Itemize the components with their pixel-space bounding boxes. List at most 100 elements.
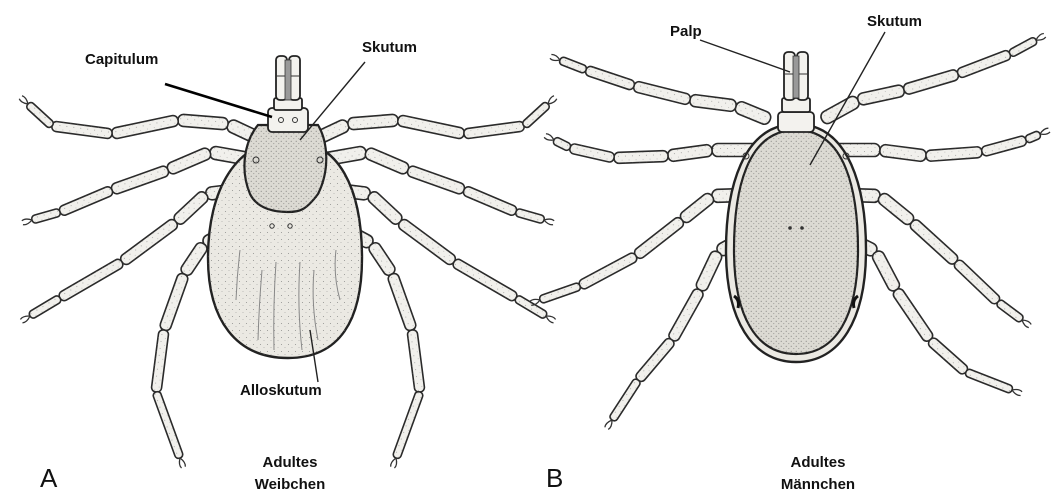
- claw-icon: [179, 458, 185, 468]
- claw-icon: [1036, 33, 1046, 40]
- male-left-leg-2-segment: [614, 151, 668, 164]
- panel-letter-b: B: [546, 463, 563, 493]
- male-capitulum-base: [778, 112, 814, 132]
- male-tick: [530, 33, 1050, 429]
- female-right-leg-4-segment: [392, 391, 424, 460]
- female-right-leg-2-segment: [364, 146, 411, 175]
- female-right-leg-1-segment: [397, 115, 465, 140]
- label-palp: Palp: [670, 23, 702, 40]
- claw-icon: [550, 55, 560, 61]
- male-right-leg-2-segment: [981, 135, 1028, 157]
- female-right-leg-1-segment: [463, 121, 524, 139]
- claw-icon: [22, 219, 32, 225]
- male-right-leg-4-segment: [891, 287, 934, 343]
- claw-icon: [605, 420, 612, 429]
- female-right-leg-3: [335, 184, 555, 323]
- male-right-leg-1-segment: [857, 84, 906, 106]
- female-right-leg-3-segment: [451, 258, 518, 303]
- male-right-leg-3-segment: [953, 258, 1002, 305]
- female-left-leg-2-segment: [31, 208, 61, 224]
- male-hypostome: [793, 56, 799, 98]
- palp-leader-line: [700, 40, 790, 72]
- male-left-leg-2-segment: [569, 143, 615, 163]
- female-right-leg-1: [311, 96, 556, 146]
- claw-icon: [1040, 128, 1050, 134]
- female-right-leg-2-segment: [515, 208, 545, 224]
- caption-female-line2: Weibchen: [255, 476, 326, 493]
- label-female-scutum: Skutum: [362, 39, 417, 56]
- male-right-leg-4: [849, 234, 1022, 395]
- claw-icon: [544, 134, 554, 140]
- male-right-leg-4-segment: [871, 249, 902, 293]
- female-left-leg-1-segment: [51, 121, 112, 139]
- male-left-leg-2-segment: [667, 144, 713, 162]
- male-left-leg-1-segment: [689, 94, 737, 112]
- male-left-leg-3-segment: [633, 216, 686, 261]
- male-right-leg-3-segment: [876, 191, 916, 226]
- claw-icon: [544, 219, 554, 225]
- female-right-leg-1-segment: [521, 101, 550, 129]
- male-right-leg-4-segment: [927, 336, 970, 375]
- caption-male-line1: Adultes: [790, 454, 845, 471]
- male-left-leg-1-segment: [734, 100, 773, 126]
- male-left-leg-4-segment: [695, 249, 724, 292]
- female-left-leg-3-segment: [172, 190, 210, 227]
- claw-icon: [1022, 320, 1031, 328]
- female-left-leg-4-segment: [159, 272, 189, 332]
- male-right-leg-4-segment: [965, 368, 1014, 393]
- female-left-leg-3-segment: [119, 218, 180, 267]
- claw-icon: [19, 96, 28, 104]
- female-left-leg-2-segment: [166, 146, 213, 175]
- female-right-leg-4-segment: [407, 329, 425, 392]
- claw-icon: [548, 96, 557, 104]
- female-right-leg-2-segment: [462, 185, 518, 216]
- male-left-leg-1: [550, 55, 773, 126]
- caption-female-line1: Adultes: [262, 454, 317, 471]
- male-right-leg-1: [819, 33, 1046, 125]
- male-left-leg-3-segment: [578, 252, 639, 291]
- male-right-leg-1-segment: [956, 49, 1012, 78]
- female-right-leg-2-segment: [406, 165, 466, 195]
- female-left-leg-2-segment: [58, 185, 114, 216]
- female-right-leg-4-segment: [387, 272, 417, 332]
- male-left-leg-3-segment: [678, 191, 715, 224]
- male-left-leg-1-segment: [633, 81, 692, 106]
- male-right-leg-1-segment: [902, 69, 959, 96]
- female-hypostome: [285, 60, 291, 100]
- female-left-leg-1-segment: [178, 114, 229, 130]
- male-left-leg-3-segment: [539, 282, 582, 304]
- female-tick: [19, 56, 556, 468]
- male-left-leg-1-segment: [584, 65, 635, 90]
- female-left-leg-4-segment: [151, 329, 169, 392]
- female-right-leg-4-segment: [367, 241, 397, 278]
- panel-letter-a: A: [40, 463, 58, 493]
- male-left-leg-2: [544, 134, 760, 164]
- male-left-leg-2-segment: [552, 136, 572, 151]
- male-right-leg-1-segment: [819, 94, 861, 125]
- caption-male-line2: Männchen: [781, 476, 855, 493]
- female-left-leg-1-segment: [111, 115, 179, 140]
- label-capitulum: Capitulum: [85, 51, 158, 68]
- male-right-leg-2: [832, 128, 1050, 162]
- female-left-leg-4-segment: [152, 391, 184, 460]
- male-right-leg-2-segment: [1024, 130, 1041, 143]
- claw-icon: [391, 458, 397, 468]
- female-capitulum-base: [268, 108, 308, 132]
- female-right-leg-3-segment: [366, 190, 404, 227]
- female-left-leg-2-segment: [110, 165, 170, 195]
- label-alloscutum: Alloskutum: [240, 382, 322, 399]
- male-right-leg-1-segment: [1008, 36, 1038, 57]
- female-right-leg-1-segment: [348, 114, 399, 130]
- claw-icon: [546, 316, 556, 323]
- male-left-leg-1-segment: [559, 56, 588, 73]
- male-left-leg-4-segment: [609, 378, 642, 422]
- male-right-leg-3-segment: [996, 299, 1025, 323]
- male-right-leg-2-segment: [879, 144, 927, 162]
- male-right-leg-2-segment: [926, 147, 983, 162]
- male-left-leg-4-segment: [667, 287, 705, 342]
- label-male-scutum: Skutum: [867, 13, 922, 30]
- female-left-leg-1-segment: [25, 101, 54, 129]
- female-left-leg-4-segment: [179, 241, 209, 278]
